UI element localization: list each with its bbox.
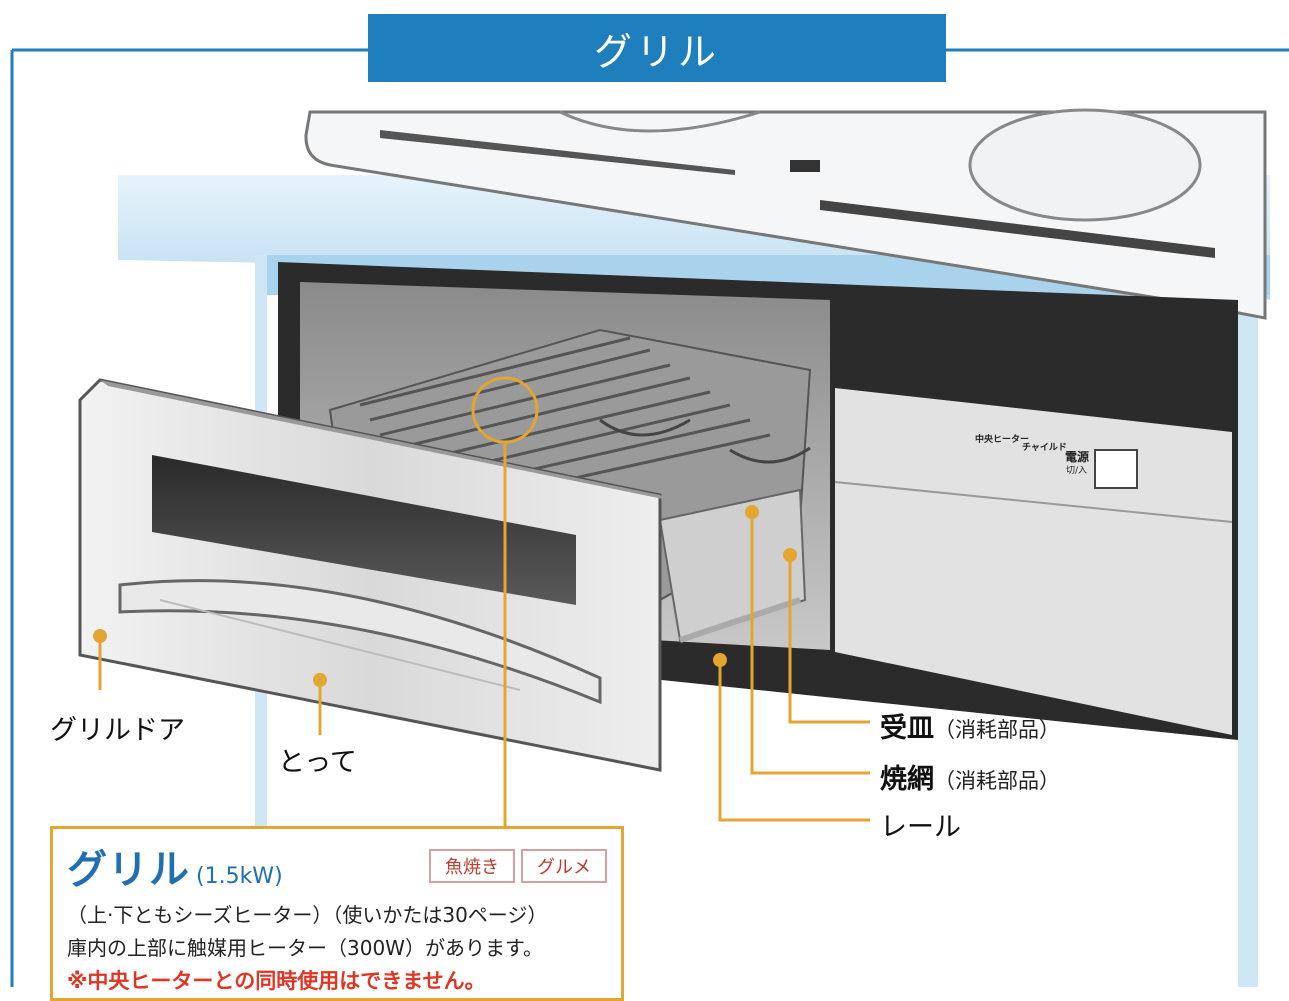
cooktop bbox=[304, 108, 1267, 320]
info-box-warning: ※中央ヒーターとの同時使用はできません。 bbox=[67, 969, 486, 993]
leader-dots bbox=[93, 505, 797, 687]
label-grill-net: 焼網（消耗部品） bbox=[880, 757, 1060, 796]
page-title: グリル bbox=[368, 14, 946, 82]
label-grill-net-note: （消耗部品） bbox=[934, 769, 1060, 793]
label-handle: とって bbox=[278, 747, 357, 778]
panel-indicator-child: チャイルド bbox=[1022, 443, 1067, 453]
panel-power-label: 電源 bbox=[1065, 450, 1090, 464]
info-box-tags: 魚焼き グルメ bbox=[429, 849, 607, 883]
info-box-line-2: 庫内の上部に触媒用ヒーター（300W）があります。 bbox=[67, 936, 543, 960]
info-box-header: グリル (1.5kW) 魚焼き グルメ bbox=[67, 837, 607, 895]
frame-border bbox=[10, 48, 1289, 987]
tag-fish-grill: 魚焼き bbox=[429, 849, 515, 883]
label-grill-door: グリルドア bbox=[50, 715, 185, 746]
label-rail: レール bbox=[880, 812, 961, 843]
info-box-line-1: （上·下ともシーズヒーター）（使いかたは30ページ） bbox=[67, 903, 548, 927]
panel-indicator-center-heater: 中央ヒーター bbox=[975, 435, 1030, 445]
leader-lines bbox=[98, 376, 870, 826]
grill-info-box: グリル (1.5kW) 魚焼き グルメ （上·下ともシーズヒーター）（使いかたは… bbox=[50, 826, 624, 1001]
info-box-power: (1.5kW) bbox=[196, 864, 283, 889]
info-box-title: グリル bbox=[67, 847, 190, 893]
label-grill-net-name: 焼網 bbox=[880, 764, 934, 795]
grill-door bbox=[78, 378, 668, 772]
panel-power-sub: 切/入 bbox=[1066, 466, 1088, 476]
tag-gourmet: グルメ bbox=[521, 849, 607, 883]
label-receiving-tray-note: （消耗部品） bbox=[934, 718, 1060, 742]
label-receiving-tray-name: 受皿 bbox=[880, 713, 934, 744]
label-receiving-tray: 受皿（消耗部品） bbox=[880, 706, 1060, 745]
